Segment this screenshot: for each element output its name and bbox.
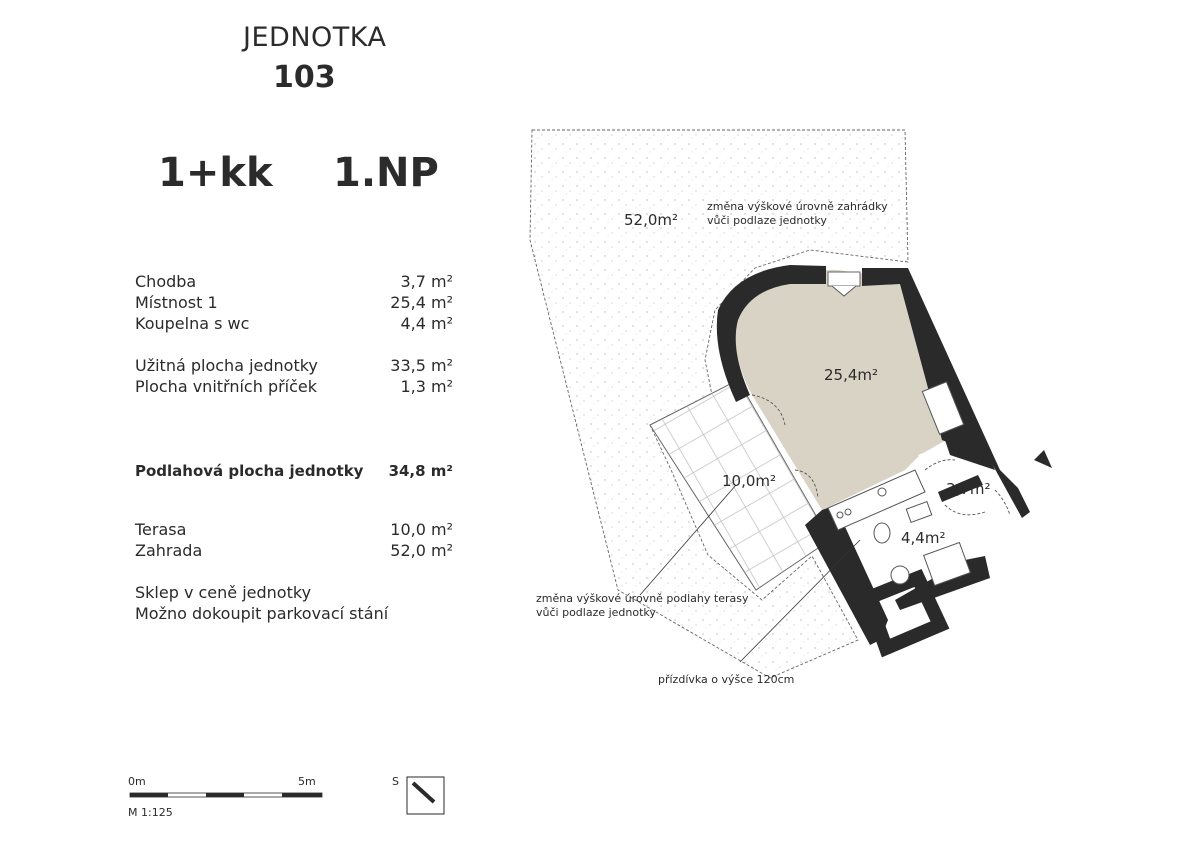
total-name: Podlahová plocha jednotky [135,462,364,480]
outdoor-row-terasa: Terasa 10,0 m² [135,520,453,541]
room-name: Chodba [135,272,197,291]
total-area: 34,8 m² [388,462,453,480]
kitchen-counter [827,381,965,531]
room-area: 25,4 m² [390,293,453,312]
room-row-koupelna: Koupelna s wc 4,4 m² [135,314,453,335]
outdoor-name: Terasa [135,520,187,539]
plan-room-area: 25,4m² [824,366,878,384]
unit-title: JEDNOTKA [243,22,387,53]
outdoor-area: 10,0 m² [390,520,453,539]
garden-area [529,129,909,679]
note-parking: Možno dokoupit parkovací stání [135,604,389,623]
summary-area: 1,3 m² [400,377,453,396]
room-row-chodba: Chodba 3,7 m² [135,272,453,293]
plan-garden-note-1: změna výškové úrovně zahrádky [707,200,888,213]
floor-label: 1.NP [333,150,439,196]
room-area: 3,7 m² [400,272,453,291]
room-area: 4,4 m² [400,314,453,333]
plan-terrace-note-2: vůči podlaze jednotky [536,606,656,619]
room-row-mistnost: Místnost 1 25,4 m² [135,293,453,314]
layout-type: 1+kk [158,150,273,196]
room-main [735,269,946,510]
summary-row-pricky: Plocha vnitřních příček 1,3 m² [135,377,453,398]
scale-start: 0m [128,775,146,788]
scale-ratio: M 1:125 [128,806,173,819]
room-hall [918,430,1020,520]
plan-terrace-area: 10,0m² [722,472,776,490]
plan-terrace-note-1: změna výškové úrovně podlahy terasy [536,592,749,605]
summary-name: Plocha vnitřních příček [135,377,318,396]
unit-number: 103 [273,60,336,95]
summary-row-uzitna: Užitná plocha jednotky 33,5 m² [135,356,453,377]
door-swings [751,394,1011,516]
leader-lines [639,484,861,663]
compass-label: S [392,775,399,788]
outdoor-area: 52,0 m² [390,541,453,560]
bath-fixtures [873,501,971,587]
entrance-arrow-icon [1034,450,1052,468]
outdoor-name: Zahrada [135,541,203,560]
top-window [827,271,861,297]
total-row: Podlahová plocha jednotky 34,8 m² [135,462,453,483]
summary-name: Užitná plocha jednotky [135,356,318,375]
scale-end: 5m [298,775,316,788]
plan-garden-note-2: vůči podlaze jednotky [707,214,827,227]
room-name: Místnost 1 [135,293,218,312]
plan-hall-area: 3,7m² [946,480,990,498]
summary-area: 33,5 m² [390,356,453,375]
plan-garden-area: 52,0m² [624,211,678,229]
plan-wall-note: přízdívka o výšce 120cm [658,673,794,686]
scale-bar [129,792,323,798]
plan-bath-area: 4,4m² [901,529,945,547]
room-name: Koupelna s wc [135,314,250,333]
note-cellar: Sklep v ceně jednotky [135,583,312,602]
compass-icon [406,776,445,815]
outdoor-row-zahrada: Zahrada 52,0 m² [135,541,453,562]
